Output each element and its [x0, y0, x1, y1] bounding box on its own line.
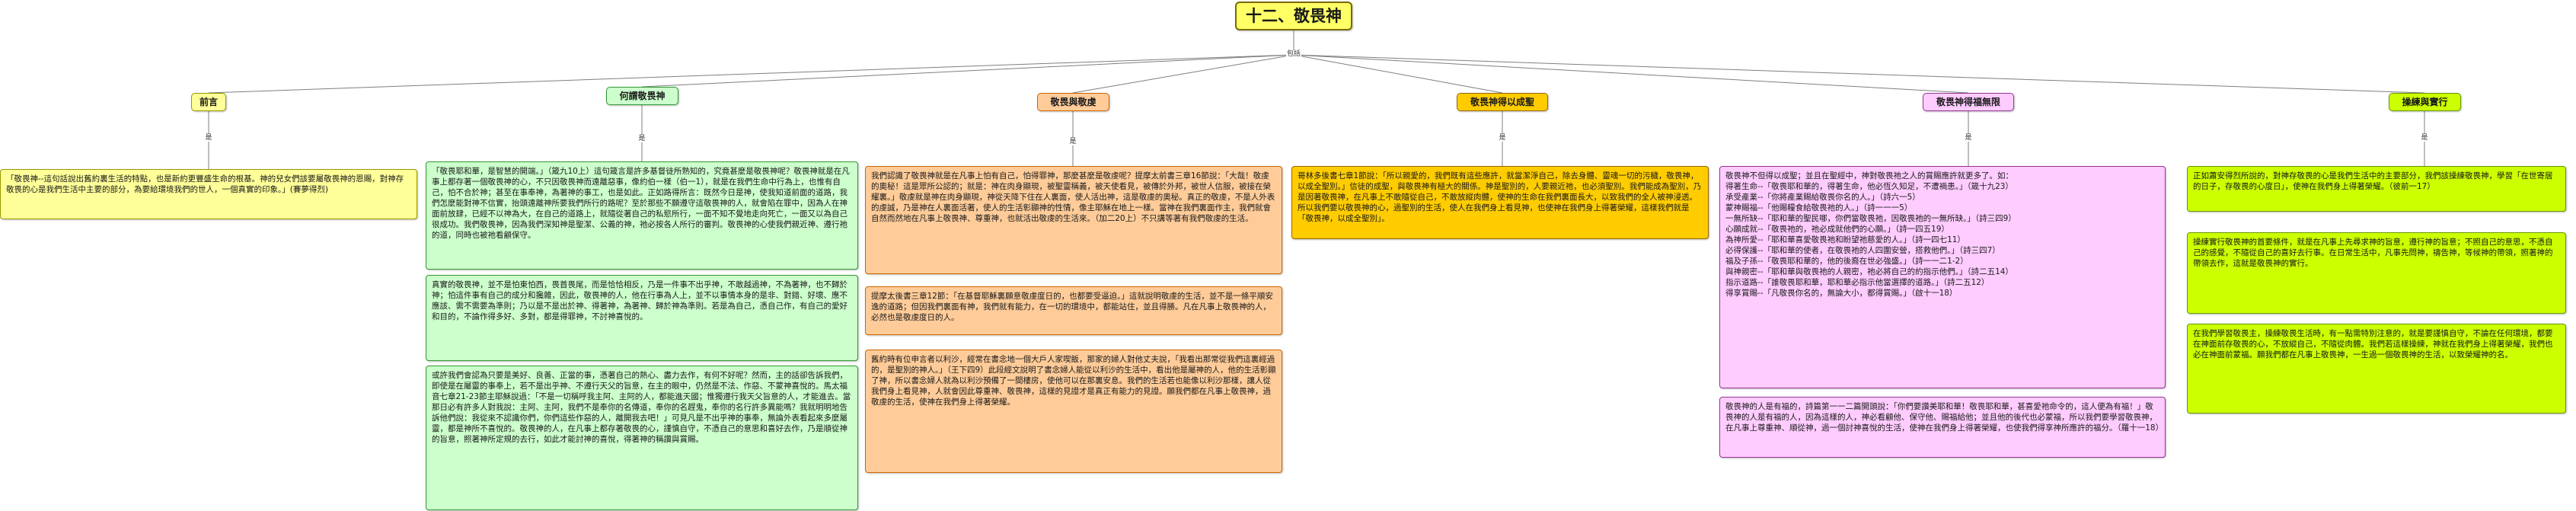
topic-sanctification[interactable]: 敬畏神得以成聖 [1457, 93, 1548, 111]
branch-note-sanctification: 是 [1498, 134, 1507, 142]
topic-practice[interactable]: 操練與實行 [2389, 93, 2461, 111]
practice-box-3[interactable]: 在我們學習敬畏主，操練敬畏生活時，有一點需特別注意的，就是要謹慎自守，不論在任何… [2187, 324, 2566, 414]
practice-box-2[interactable]: 操練實行敬畏神的首要條件，就是在凡事上先尋求神的旨意，遵行神的旨意；不照自己的意… [2187, 232, 2566, 314]
what-is-box-1[interactable]: 「敬畏耶和華，是智慧的開端。」（箴九10上）這句箴言是許多基督徒所熟知的，究竟甚… [426, 161, 858, 270]
sanctification-box[interactable]: 哥林多後書七章1節說：「所以親愛的，我們既有這些應許，就當潔淨自己，除去身體、靈… [1291, 166, 1709, 239]
preface-box[interactable]: 「敬畏神--這句話說出舊約裏生活的特點，也是新約更豐盛生命的根基。神的兒女們該要… [0, 169, 417, 219]
piety-box-2[interactable]: 提摩太後書三章12節：「在基督耶穌裏願意敬虔度日的，也都要受逼迫。」這就說明敬虔… [865, 286, 1282, 335]
root-to-branch-line-5 [1293, 54, 1969, 94]
topic-preface[interactable]: 前言 [191, 93, 226, 111]
what-is-box-3[interactable]: 或許我們會認為只要是美好、良善、正當的事，憑著自己的熱心、盡力去作，有何不好呢？… [426, 366, 858, 510]
blessings-box-2[interactable]: 敬畏神的人是有福的，詩篇第一一二篇開頭說：「你們要讚美耶和華！敬畏耶和華，甚喜愛… [1719, 397, 2166, 458]
branch-note-preface: 是 [204, 134, 213, 142]
branch-note-blessings: 是 [1964, 134, 1973, 142]
practice-box-1[interactable]: 正如蕭安得烈所說的，對神存敬畏的心是我們生活中的主要部分，我們該操練敬畏神，學習… [2187, 166, 2566, 212]
piety-box-1[interactable]: 我們認識了敬畏神就是在凡事上怕有自己，怕得罪神，那麼甚麼是敬虔呢？提摩太前書三章… [865, 166, 1282, 274]
topic-what-is-fear-of-god[interactable]: 何謂敬畏神 [606, 87, 678, 105]
root-connector-note: 包括 [1285, 50, 1302, 58]
root-to-branch-line-3 [1072, 54, 1294, 94]
piety-box-3[interactable]: 舊約時有位申言者以利沙，經常在書念地一個大戶人家喫飯，那家的婦人對他丈夫說，「我… [865, 350, 1282, 473]
what-is-box-2[interactable]: 真實的敬畏神，並不是怕東怕西，畏首畏尾，而是恰恰相反，乃是一件事不出乎神，不敢越… [426, 275, 858, 361]
branch-note-practice: 是 [2420, 134, 2429, 142]
topic-fear-and-piety[interactable]: 敬畏與敬虔 [1037, 93, 1109, 111]
topic-blessings[interactable]: 敬畏神得福無限 [1923, 93, 2014, 111]
central-topic[interactable]: 十二、敬畏神 [1235, 2, 1352, 30]
root-to-branch-line-1 [208, 54, 1294, 94]
root-to-branch-line-4 [1293, 54, 1503, 94]
root-to-branch-line-2 [641, 54, 1294, 88]
blessings-box-1[interactable]: 敬畏神不但得以成聖；並且在聖經中，神對敬畏祂之人的賞賜應許就更多了。如： 得著生… [1719, 166, 2166, 388]
branch-note-what-is: 是 [637, 135, 646, 142]
branch-note-piety: 是 [1068, 138, 1077, 145]
root-to-branch-line-6 [1293, 54, 2425, 94]
